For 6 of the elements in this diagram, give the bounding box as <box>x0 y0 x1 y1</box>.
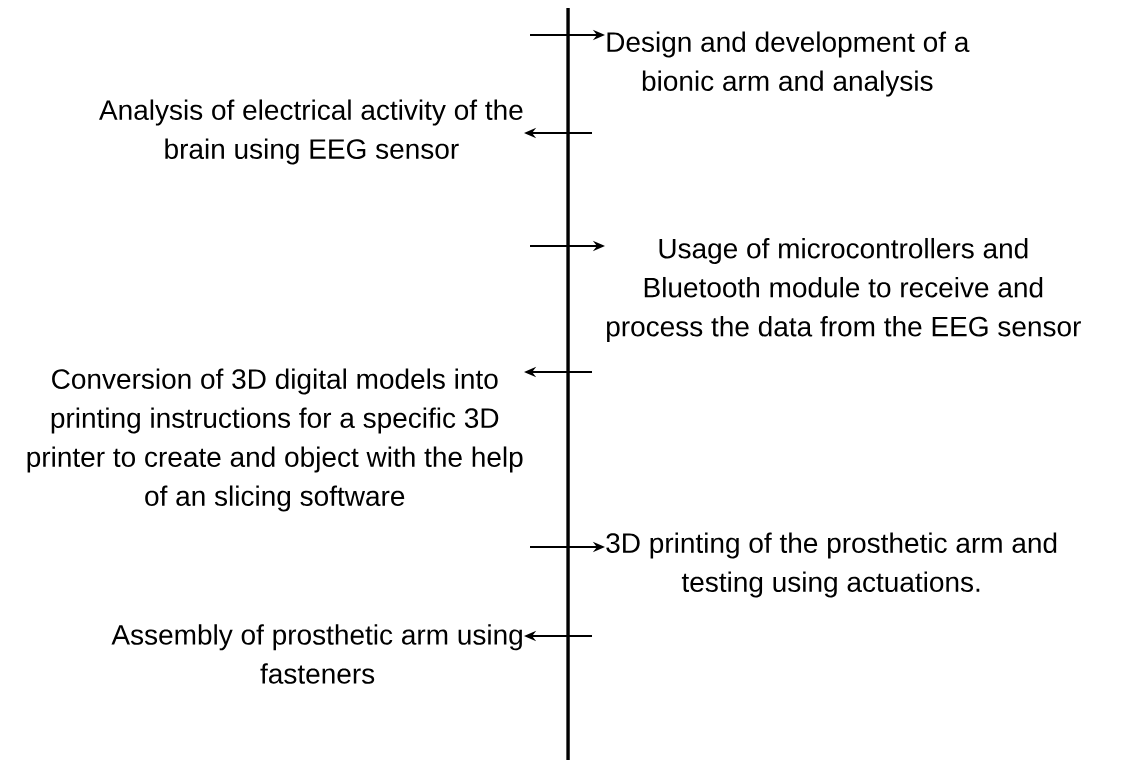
step-text: Analysis of electrical activity of the brain using EEG sensor <box>99 99 523 165</box>
step-text: Usage of microcontrollers and Bluetooth module to receive and process the data from the EEG sensor <box>607 237 1081 343</box>
step-text: Assembly of prosthetic arm using fasteners <box>111 624 522 684</box>
step-text: Conversion of 3D digital models into printing instructions for a specific 3D printer to create and object with the help of an slicing software <box>27 368 523 512</box>
step-text: Design and development of a bionic arm and analysis <box>607 31 970 97</box>
step-text: 3D printing of the prosthetic arm and testing using actuations. <box>606 532 1057 598</box>
